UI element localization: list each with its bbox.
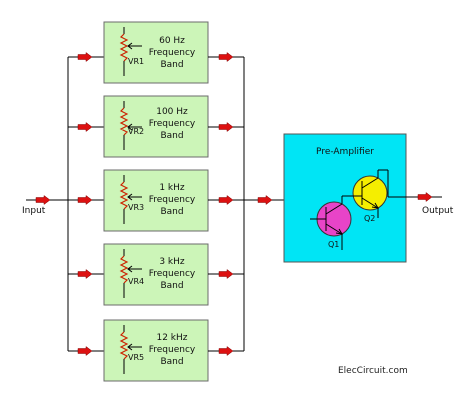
band-2-vr-label: VR2: [128, 127, 144, 136]
band-5-vr-label: VR5: [128, 353, 144, 362]
q2-label: Q2: [364, 214, 375, 223]
band-5-line3: Band: [160, 357, 183, 367]
band-box-2: [103, 95, 209, 158]
band-2-freq: 100 Hz: [156, 107, 188, 117]
band-row-3: VR3 1 kHz Frequency Band: [68, 169, 244, 232]
band-4-vr-label: VR4: [128, 277, 144, 286]
transistor-q2: Q2: [352, 169, 389, 223]
band-1-vr-label: VR1: [128, 57, 144, 66]
band-box-3: [103, 169, 209, 232]
band-row-4: VR4 3 kHz Frequency Band: [68, 243, 244, 306]
band-3-vr-label: VR3: [128, 203, 144, 212]
band-2-line3: Band: [160, 131, 183, 141]
band-2-in-arrow: [77, 122, 93, 132]
band-4-line3: Band: [160, 281, 183, 291]
band-5-in-arrow: [77, 346, 93, 356]
band-5-freq: 12 kHz: [156, 333, 187, 343]
band-4-line2: Frequency: [149, 269, 196, 279]
credit-text: ElecCircuit.com: [338, 366, 408, 376]
band-box-1: [103, 21, 209, 84]
preamp-title: Pre-Amplifier: [316, 147, 374, 157]
band-4-in-arrow: [77, 269, 93, 279]
band-3-freq: 1 kHz: [159, 183, 185, 193]
band-4-freq: 3 kHz: [159, 257, 185, 267]
input-arrow: [35, 195, 51, 205]
band-4-out-arrow: [218, 269, 234, 279]
band-3-in-arrow: [77, 195, 93, 205]
preamp-in-arrow: [257, 195, 273, 205]
band-3-line2: Frequency: [149, 195, 196, 205]
band-2-out-arrow: [218, 122, 234, 132]
band-row-5: VR5 12 kHz Frequency Band: [68, 319, 244, 382]
band-1-line3: Band: [160, 60, 183, 70]
band-1-line2: Frequency: [149, 48, 196, 58]
input-label: Input: [22, 206, 46, 216]
band-1-in-arrow: [77, 52, 93, 62]
band-5-out-arrow: [218, 346, 234, 356]
band-1-out-arrow: [218, 52, 234, 62]
band-row-1: VR1 60 Hz Frequency Band: [68, 21, 244, 84]
band-5-line2: Frequency: [149, 345, 196, 355]
transistor-q1: Q1: [310, 195, 362, 250]
q1-label: Q1: [328, 240, 339, 249]
band-3-line3: Band: [160, 207, 183, 217]
band-box-4: [103, 243, 209, 306]
output-arrow: [417, 192, 433, 202]
band-1-freq: 60 Hz: [159, 36, 185, 46]
band-3-out-arrow: [218, 195, 234, 205]
output-label: Output: [422, 206, 454, 216]
band-2-line2: Frequency: [149, 119, 196, 129]
band-row-2: VR2 100 Hz Frequency Band: [68, 95, 244, 158]
